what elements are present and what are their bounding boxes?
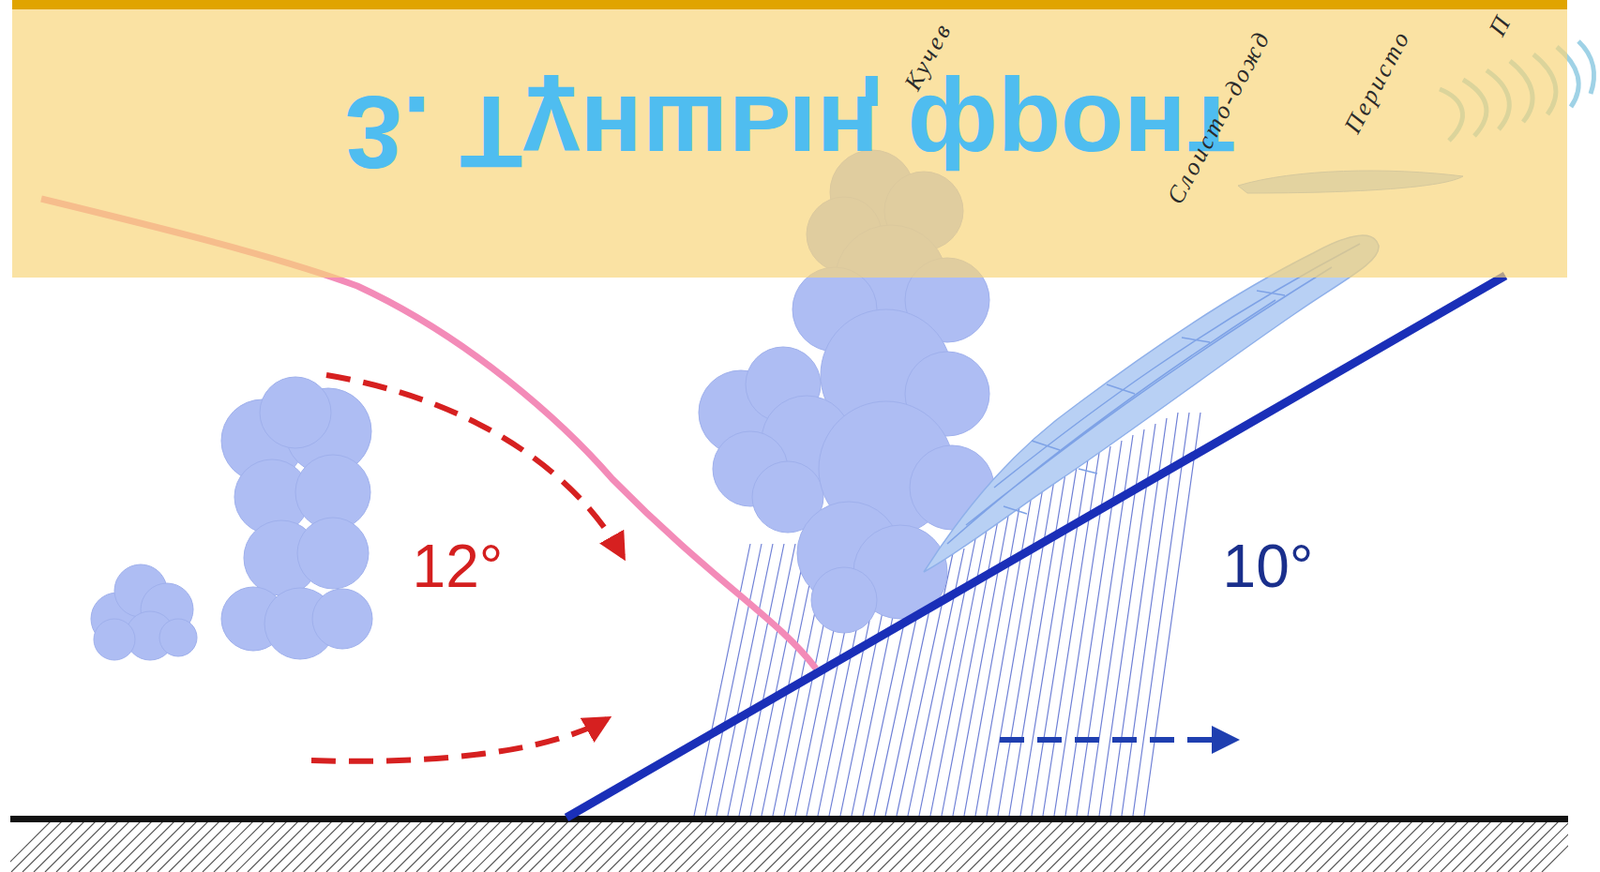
warm-air-arrow <box>326 375 623 557</box>
cumulus-cloud <box>90 564 197 661</box>
title-band-edge <box>12 0 1568 10</box>
rain-lines <box>694 412 1201 816</box>
title-band <box>12 0 1568 278</box>
ground-hatching <box>10 821 1569 872</box>
cold-front-line <box>566 275 1506 818</box>
title: 3. Тұншың фронт <box>345 80 1238 184</box>
temperature-label: 10° <box>1222 536 1314 597</box>
warm-air-arrow <box>311 719 607 762</box>
cold-air-arrow <box>999 737 1235 743</box>
temperature-label: 12° <box>412 536 504 597</box>
cumulus-tower <box>221 377 373 660</box>
nimbostratus-cloud <box>923 235 1379 573</box>
